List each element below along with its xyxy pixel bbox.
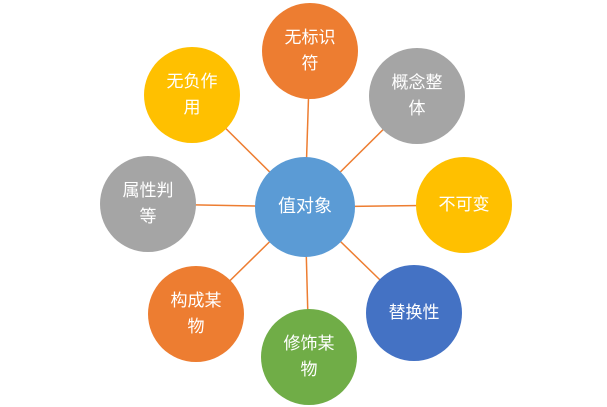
node-label: 修饰某物 bbox=[283, 333, 335, 379]
node-label: 值对象 bbox=[278, 196, 332, 217]
node-left: 属性判等 bbox=[100, 156, 196, 252]
node-center: 值对象 bbox=[255, 157, 355, 257]
node-top: 无标识符 bbox=[262, 3, 358, 99]
node-label: 不可变 bbox=[438, 194, 490, 214]
node-label: 构成某物 bbox=[170, 290, 222, 336]
node-label: 无标识符 bbox=[284, 27, 336, 73]
node-label: 概念整体 bbox=[391, 72, 443, 118]
node-bottom-left: 构成某物 bbox=[148, 266, 244, 362]
node-top-left: 无负作用 bbox=[144, 47, 240, 143]
node-label: 替换性 bbox=[388, 302, 440, 322]
node-top-right: 概念整体 bbox=[369, 48, 465, 144]
node-bottom-right: 替换性 bbox=[366, 265, 462, 361]
node-right: 不可变 bbox=[416, 157, 512, 253]
node-bottom: 修饰某物 bbox=[261, 309, 357, 405]
node-label: 无负作用 bbox=[166, 71, 218, 117]
node-label: 属性判等 bbox=[122, 180, 174, 226]
